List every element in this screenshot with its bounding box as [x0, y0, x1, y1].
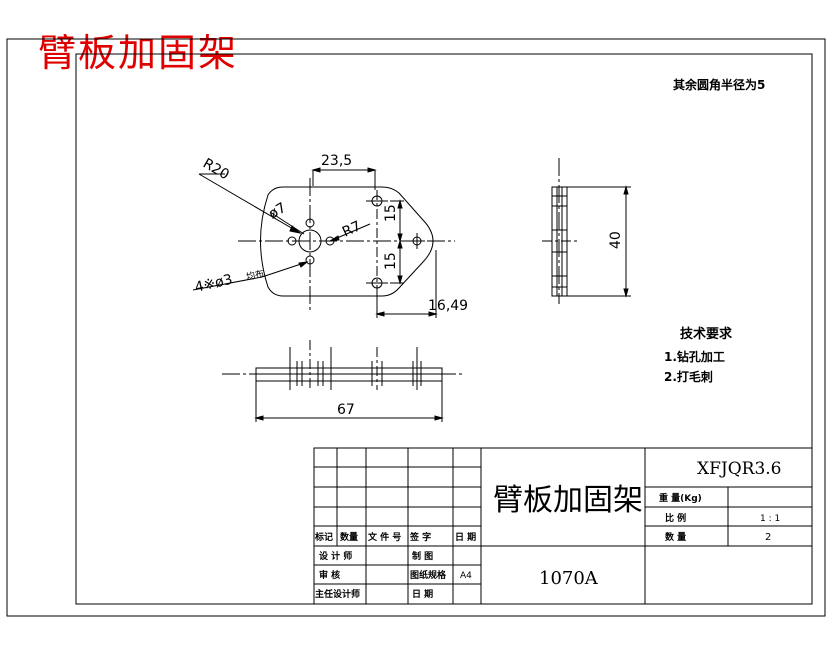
hdr-date: 日 期	[455, 531, 476, 543]
front-view	[192, 167, 455, 318]
paper-label: 图纸规格	[410, 569, 447, 581]
tech-item-1: 1.钻孔加工	[664, 349, 725, 364]
hdr-file: 文 件 号	[367, 531, 401, 543]
dim-15-bottom: 15	[383, 252, 399, 270]
drawing-number: XFJQR3.6	[697, 459, 782, 479]
scale-label: 比 例	[665, 512, 686, 524]
tech-item-2: 2.打毛刺	[664, 369, 713, 384]
material: 1070A	[539, 568, 599, 589]
weight-label: 重 量(Kg)	[659, 492, 702, 504]
drawing-title-red: 臂板加固架	[38, 31, 239, 75]
dim-23-5: 23,5	[321, 153, 352, 169]
outer-border	[6, 38, 826, 617]
part-name: 臂板加固架	[493, 483, 643, 518]
paper-value: A4	[460, 571, 472, 581]
dim-phi7: ø7	[266, 200, 289, 223]
dim-4x-phi3: 4※ø3	[193, 272, 234, 296]
plate-outline	[260, 186, 434, 297]
reviewer-label: 审 核	[319, 569, 340, 581]
hdr-count: 数量	[340, 531, 358, 543]
qty-value: 2	[765, 532, 771, 543]
chief-label: 主任设计师	[315, 588, 360, 600]
top-view	[222, 340, 462, 422]
dim-r7: R7	[340, 218, 364, 240]
dim-16-49: 16,49	[428, 298, 468, 314]
title-block	[313, 447, 813, 605]
scale-value: 1 : 1	[760, 514, 780, 524]
hdr-mark: 标记	[314, 531, 333, 543]
dim-40: 40	[608, 231, 624, 249]
date-label: 日 期	[412, 588, 433, 600]
dim-67: 67	[337, 402, 355, 418]
drafter-label: 制 图	[412, 550, 433, 562]
dim-r20: R20	[200, 156, 232, 184]
side-view	[542, 158, 631, 304]
fillet-note: 其余圆角半径为5	[673, 77, 765, 92]
designer-label: 设 计 师	[319, 550, 352, 562]
dim-4x-phi3-suffix: 均布	[245, 267, 265, 283]
qty-label: 数 量	[665, 531, 686, 543]
hdr-sign: 签 字	[409, 531, 431, 543]
tech-heading: 技术要求	[680, 326, 733, 342]
dim-15-top: 15	[383, 204, 399, 222]
